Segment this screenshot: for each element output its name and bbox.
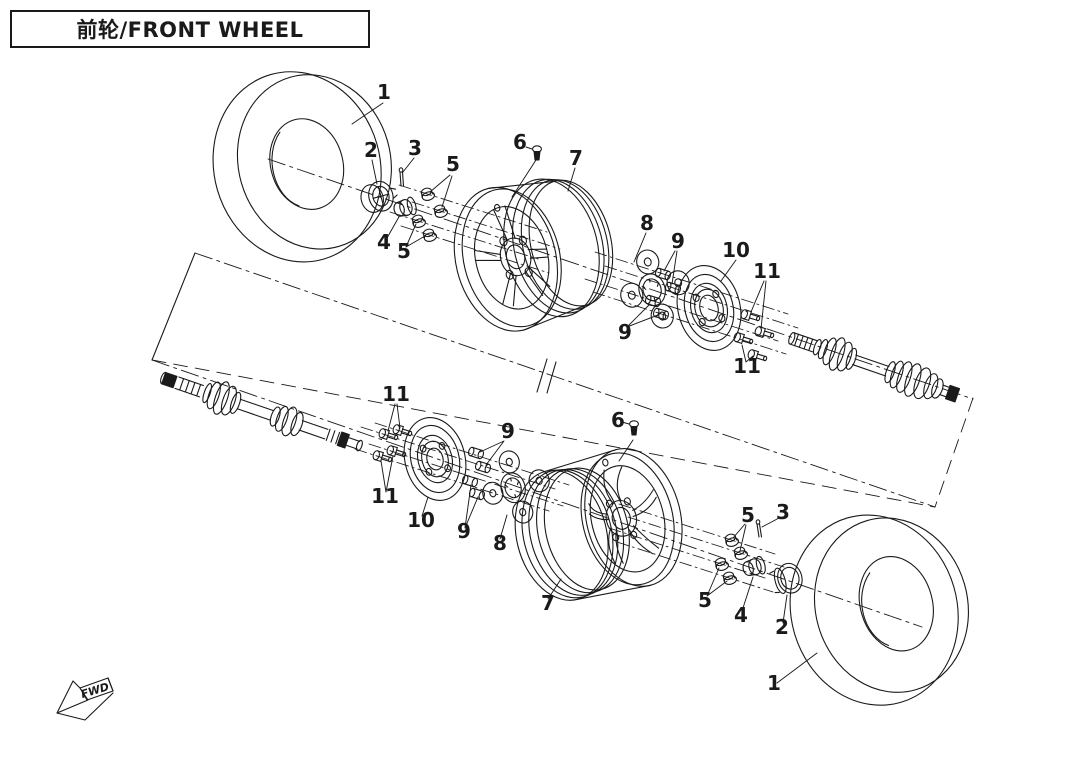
callout-3-top: 3 bbox=[408, 136, 422, 160]
callout-11a-top: 11 bbox=[753, 259, 781, 283]
callout-4-top: 4 bbox=[377, 230, 391, 254]
bottom-rim bbox=[514, 447, 683, 601]
callout-6-top: 6 bbox=[513, 130, 527, 154]
page-title: 前轮/FRONT WHEEL bbox=[76, 18, 304, 42]
callout-6-bottom: 6 bbox=[611, 408, 625, 432]
top-cv-axle bbox=[788, 332, 961, 403]
bottom-wheel-nuts bbox=[713, 532, 749, 587]
top-brake-disc bbox=[676, 265, 742, 351]
callout-2-top: 2 bbox=[364, 138, 378, 162]
callout-7-bottom: 7 bbox=[541, 591, 555, 615]
bottom-hub-cap bbox=[769, 562, 803, 594]
bottom-valve-bolt bbox=[629, 420, 639, 436]
bottom-hub bbox=[482, 450, 550, 524]
fwd-arrow bbox=[56, 677, 114, 721]
callout-5a-top: 5 bbox=[446, 152, 460, 176]
leader-lines bbox=[351, 102, 818, 684]
section-break-mark bbox=[536, 358, 557, 394]
bottom-castle-nut bbox=[742, 555, 766, 576]
callout-8-top: 8 bbox=[640, 211, 654, 235]
bottom-tire bbox=[789, 514, 969, 706]
callout-11b-top: 11 bbox=[733, 354, 761, 378]
callout-2-bottom: 2 bbox=[775, 615, 789, 639]
callout-8-bottom: 8 bbox=[493, 531, 507, 555]
callout-3-bottom: 3 bbox=[776, 500, 790, 524]
top-cotter-pin bbox=[398, 167, 405, 187]
boundary-frame bbox=[151, 252, 974, 508]
callout-10-top: 10 bbox=[722, 238, 750, 262]
bottom-cv-axle bbox=[160, 371, 363, 452]
callout-11b-bottom: 11 bbox=[371, 484, 399, 508]
callout-11a-bottom: 11 bbox=[382, 382, 410, 406]
title-box: 前轮/FRONT WHEEL bbox=[10, 10, 370, 48]
centerlines bbox=[151, 158, 974, 628]
callout-10-bottom: 10 bbox=[407, 508, 435, 532]
part-axis-lines bbox=[354, 184, 799, 593]
top-valve-bolt bbox=[532, 145, 542, 161]
callout-9a-bottom: 9 bbox=[501, 419, 515, 443]
bottom-cotter-pin bbox=[755, 519, 763, 538]
callout-1-bottom: 1 bbox=[767, 671, 781, 695]
bottom-wheel-studs bbox=[461, 446, 492, 501]
callout-1-top: 1 bbox=[377, 80, 391, 104]
callout-7-top: 7 bbox=[569, 146, 583, 170]
callout-4-bottom: 4 bbox=[734, 603, 748, 627]
callout-9b-bottom: 9 bbox=[457, 519, 471, 543]
top-rim bbox=[453, 178, 614, 332]
callout-5b-bottom: 5 bbox=[698, 588, 712, 612]
callout-9a-top: 9 bbox=[671, 229, 685, 253]
top-castle-nut bbox=[393, 196, 417, 217]
callout-5a-bottom: 5 bbox=[741, 503, 755, 527]
callout-labels: 1 2 3 4 5 5 6 7 8 9 9 10 11 11 11 11 10 … bbox=[79, 80, 790, 701]
top-tire bbox=[212, 71, 392, 263]
fwd-label: FWD bbox=[79, 680, 110, 701]
callout-9b-top: 9 bbox=[618, 320, 632, 344]
callout-5b-top: 5 bbox=[397, 239, 411, 263]
bottom-brake-disc bbox=[403, 417, 467, 501]
top-hub-cap bbox=[360, 180, 398, 213]
